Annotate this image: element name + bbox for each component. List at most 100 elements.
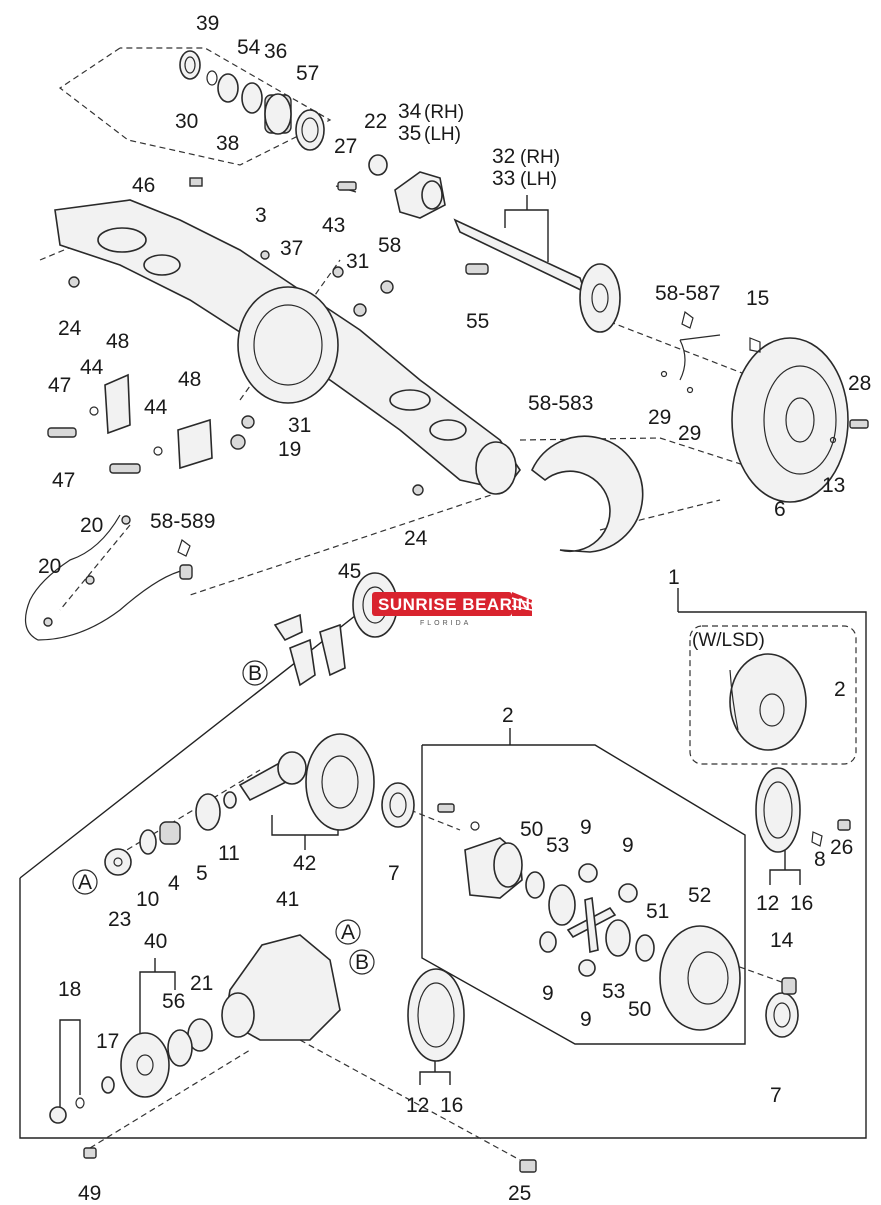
label-21: 21: [190, 972, 213, 995]
label-46: 46: [132, 174, 155, 197]
label-6: 6: [774, 498, 786, 521]
label-9-left: 9: [542, 982, 554, 1005]
label-34: 34: [398, 100, 422, 123]
label-32-rh: (RH): [520, 147, 560, 168]
label-19: 19: [278, 438, 301, 461]
label-24-bottom: 24: [404, 527, 428, 550]
label-2-diff: 2: [502, 704, 514, 727]
label-31-top: 31: [346, 250, 369, 273]
label-52: 52: [688, 884, 711, 907]
marker-b-right: B: [355, 951, 369, 974]
label-29-left: 29: [648, 406, 671, 429]
label-wlsd: (W/LSD): [692, 630, 765, 651]
label-15: 15: [746, 287, 769, 310]
label-17: 17: [96, 1030, 119, 1053]
logo-subtext: FLORIDA: [420, 620, 471, 627]
label-58: 58: [378, 234, 401, 257]
label-58-589: 58-589: [150, 510, 215, 533]
label-33: 33: [492, 167, 515, 190]
label-34-rh: (RH): [424, 102, 464, 123]
label-12-right: 12: [756, 892, 779, 915]
label-44-bottom: 44: [144, 396, 168, 419]
label-8: 8: [814, 848, 826, 871]
marker-a-left: A: [78, 871, 92, 894]
label-48-bottom: 48: [178, 368, 201, 391]
label-37: 37: [280, 237, 303, 260]
label-9-upper-right: 9: [622, 834, 634, 857]
label-50-bottom: 50: [628, 998, 651, 1021]
label-29-right: 29: [678, 422, 701, 445]
label-13: 13: [822, 474, 845, 497]
differential-parts: [437, 767, 851, 1038]
label-42: 42: [293, 852, 316, 875]
label-44-top: 44: [80, 356, 104, 379]
label-47-top: 47: [48, 374, 71, 397]
label-20-top: 20: [80, 514, 103, 537]
label-26: 26: [830, 836, 853, 859]
label-16-bottom: 16: [440, 1094, 463, 1117]
label-39: 39: [196, 12, 219, 35]
label-35: 35: [398, 122, 421, 145]
label-51: 51: [646, 900, 669, 923]
label-4: 4: [168, 872, 180, 895]
label-33-lh: (LH): [520, 169, 557, 190]
label-7-right: 7: [770, 1084, 782, 1107]
label-55: 55: [466, 310, 489, 333]
label-2-lsd: 2: [834, 678, 846, 701]
label-11: 11: [218, 842, 240, 865]
sunrise-bearings-logo: SUNRISE BEARINGS FLORIDA: [372, 592, 556, 627]
label-45: 45: [338, 560, 361, 583]
label-35-lh: (LH): [424, 124, 461, 145]
label-49: 49: [78, 1182, 101, 1205]
label-53-top: 53: [546, 834, 569, 857]
label-1: 1: [668, 566, 680, 589]
label-40: 40: [144, 930, 167, 953]
label-10: 10: [136, 888, 159, 911]
part-labels: 39 54 36 57 30 38 22 34 (RH) 35 (LH) 27 …: [38, 12, 871, 1205]
label-48-top: 48: [106, 330, 129, 353]
marker-a-right: A: [341, 921, 355, 944]
marker-b-top: B: [248, 662, 262, 685]
leader-lines: [19, 47, 867, 1161]
label-23: 23: [108, 908, 131, 931]
label-27: 27: [334, 135, 357, 158]
label-57: 57: [296, 62, 319, 85]
label-22: 22: [364, 110, 387, 133]
axle-housing: [54, 177, 521, 496]
reference-markers: [72, 660, 375, 975]
label-25: 25: [508, 1182, 531, 1205]
label-47-bottom: 47: [52, 469, 75, 492]
sensor-wire: [24, 514, 193, 641]
label-9-bottom: 9: [580, 1008, 592, 1031]
label-43: 43: [322, 214, 345, 237]
label-58-587: 58-587: [655, 282, 720, 305]
label-36: 36: [264, 40, 287, 63]
label-12-bottom: 12: [406, 1094, 429, 1117]
logo-text: SUNRISE BEARINGS: [378, 595, 556, 614]
label-20-left: 20: [38, 555, 61, 578]
label-54: 54: [237, 36, 261, 59]
label-53-bottom: 53: [602, 980, 625, 1003]
brake-parts: [47, 310, 869, 553]
label-56: 56: [162, 990, 185, 1013]
label-24-top: 24: [58, 317, 82, 340]
label-32: 32: [492, 145, 515, 168]
label-58-583: 58-583: [528, 392, 593, 415]
label-16-right: 16: [790, 892, 813, 915]
top-bearing-parts: [179, 50, 325, 151]
axle-shaft: [453, 218, 621, 333]
label-18: 18: [58, 978, 81, 1001]
label-14: 14: [770, 929, 794, 952]
knuckle-parts: [335, 154, 446, 219]
label-7-left: 7: [388, 862, 400, 885]
label-30: 30: [175, 110, 198, 133]
label-41: 41: [276, 888, 299, 911]
label-38: 38: [216, 132, 239, 155]
label-5: 5: [196, 862, 208, 885]
label-50-top: 50: [520, 818, 543, 841]
label-3: 3: [255, 204, 267, 227]
label-31-bottom: 31: [288, 414, 311, 437]
carrier-housing-parts: [49, 934, 537, 1173]
label-9-top: 9: [580, 816, 592, 839]
